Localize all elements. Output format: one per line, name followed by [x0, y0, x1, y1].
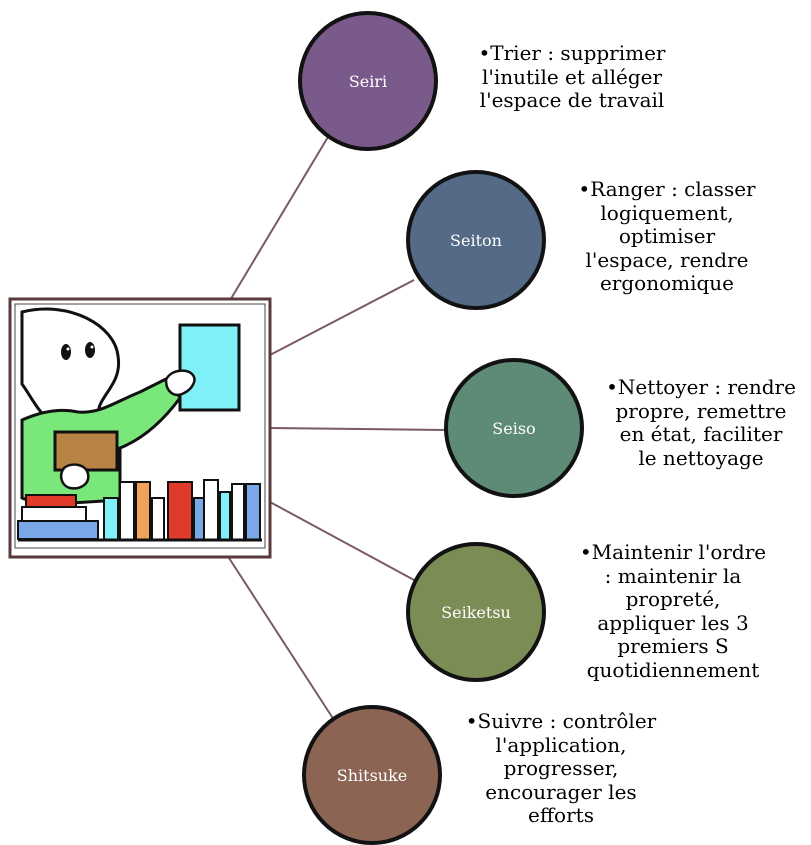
node-label-seiso: Seiso [492, 419, 535, 438]
desc-line: l'inutile et alléger [481, 64, 663, 89]
connector-shitsuke [228, 557, 335, 721]
character-hand [164, 369, 196, 397]
desc-line: propre, remettre [615, 398, 787, 423]
center-illustration [8, 297, 272, 559]
connector-seiri [228, 121, 338, 303]
desc-line: quotidiennement [586, 657, 760, 682]
bullet: • [465, 709, 478, 733]
bullet: • [478, 41, 491, 65]
desc-line: appliquer les 3 [597, 610, 749, 635]
node-seiketsu: Seiketsu [406, 542, 546, 682]
desc-seiri: •Trier : supprimer l'inutile et alléger … [457, 41, 687, 113]
desc-shitsuke: •Suivre : contrôler l'application, progr… [452, 709, 670, 828]
desc-line: encourager les [485, 779, 637, 804]
desc-line: l'espace de travail [479, 88, 665, 112]
desc-line: Trier : supprimer [490, 41, 666, 65]
node-seiton: Seiton [406, 170, 546, 310]
desc-line: ergonomique [599, 271, 735, 295]
desc-line: : maintenir la [604, 563, 742, 588]
desc-seiton: •Ranger : classer logiquement, optimiser… [562, 177, 772, 296]
desc-line: Maintenir l'ordre [591, 540, 767, 564]
desc-line: Ranger : classer [590, 177, 756, 201]
desc-line: optimiser [618, 224, 716, 248]
brown-box [53, 430, 119, 472]
desc-line: logiquement, [600, 200, 734, 225]
bullet: • [579, 540, 592, 564]
bullet: • [606, 375, 618, 399]
desc-line: efforts [528, 803, 594, 827]
character-eye-left [61, 344, 71, 360]
bullet: • [578, 177, 591, 201]
poster-card [178, 323, 241, 412]
node-label-seiton: Seiton [450, 231, 502, 250]
node-seiri: Seiri [298, 11, 438, 151]
connector-seiketsu [269, 501, 415, 581]
desc-seiso: •Nettoyer : rendre propre, remettre en é… [595, 375, 807, 470]
desc-line: l'espace, rendre [585, 247, 749, 272]
desc-line: progresser, [503, 756, 619, 780]
character-eye-right [85, 342, 95, 358]
connector-seiton [269, 279, 415, 356]
character-hand-lower [59, 463, 90, 490]
node-label-shitsuke: Shitsuke [337, 766, 408, 785]
node-label-seiketsu: Seiketsu [441, 603, 511, 622]
desc-line: en état, faciliter [619, 422, 783, 446]
connector-lines [228, 121, 446, 721]
node-shitsuke: Shitsuke [302, 705, 442, 845]
desc-line: propreté, [625, 587, 721, 611]
desc-line: Suivre : contrôler [477, 709, 657, 733]
desc-line: premiers S [617, 634, 729, 658]
node-label-seiri: Seiri [349, 72, 387, 91]
desc-line: Nettoyer : rendre [617, 375, 796, 399]
node-group: Seiri Seiton Seiso Seiketsu Shitsuke [298, 11, 584, 845]
books-shelf [17, 479, 262, 542]
desc-line: le nettoyage [638, 445, 764, 470]
desc-line: l'application, [495, 732, 627, 757]
node-seiso: Seiso [444, 358, 584, 498]
desc-seiketsu: •Maintenir l'ordre : maintenir la propre… [562, 540, 784, 682]
connector-seiso [269, 427, 446, 431]
